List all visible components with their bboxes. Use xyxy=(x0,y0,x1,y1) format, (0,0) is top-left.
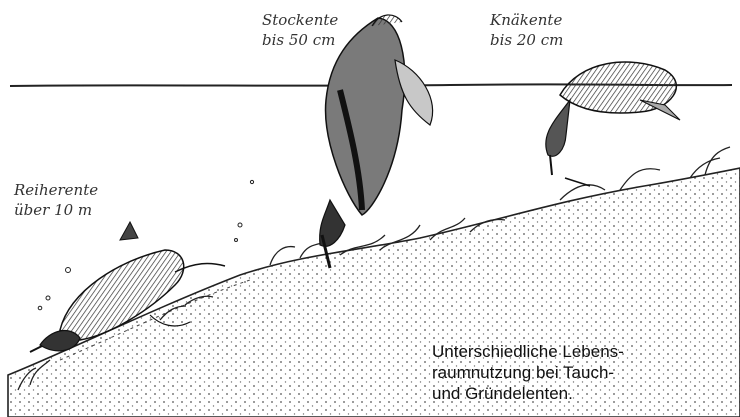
caption: Unterschiedliche Lebens- raumnutzung bei… xyxy=(432,341,732,404)
stockente-label: Stockente bis 50 cm xyxy=(262,10,338,50)
reiherente-depth: über 10 m xyxy=(14,200,98,220)
knaekente-name: Knäkente xyxy=(490,10,563,30)
knaekente-illustration xyxy=(546,62,680,186)
caption-line-2: raumnutzung bei Tauch- xyxy=(432,362,732,383)
caption-line-3: und Gründelenten. xyxy=(432,383,732,404)
knaekente-depth: bis 20 cm xyxy=(490,30,563,50)
caption-line-1: Unterschiedliche Lebens- xyxy=(432,341,732,362)
knaekente-label: Knäkente bis 20 cm xyxy=(490,10,563,50)
reiherente-label: Reiherente über 10 m xyxy=(14,180,98,220)
stockente-depth: bis 50 cm xyxy=(262,30,338,50)
stockente-name: Stockente xyxy=(262,10,338,30)
reiherente-name: Reiherente xyxy=(14,180,98,200)
